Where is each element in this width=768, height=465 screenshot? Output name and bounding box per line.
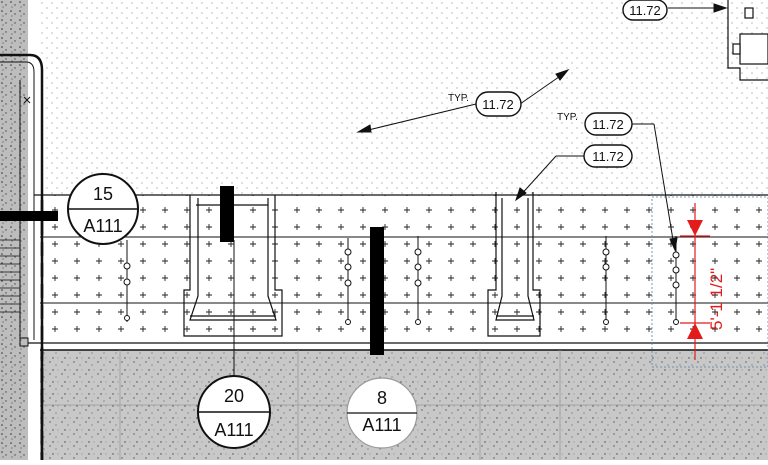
svg-text:11.72: 11.72 <box>482 97 514 112</box>
svg-text:A111: A111 <box>83 216 122 236</box>
leader-lines <box>233 3 728 378</box>
bench-left <box>183 195 283 337</box>
tag-11-72-typ-right[interactable]: 11.72 <box>584 112 633 136</box>
section-marker-20[interactable]: 20 A111 <box>197 375 271 449</box>
section-cut-bar <box>0 211 58 221</box>
svg-text:15: 15 <box>93 184 113 204</box>
typ-label: TYP. <box>448 93 469 104</box>
dotted-paving-area <box>40 0 768 195</box>
svg-text:8: 8 <box>377 388 387 408</box>
tag-11-72-typ-center[interactable]: 11.72 <box>475 91 522 117</box>
dimension-vertical <box>680 203 710 360</box>
section-cut-bar <box>220 186 234 242</box>
typ-label: TYP. <box>557 112 578 123</box>
svg-text:A111: A111 <box>362 415 401 435</box>
section-cut-bar <box>370 227 384 355</box>
dimension-label[interactable]: 5'-1 1/2" <box>707 268 726 330</box>
bench-right <box>487 192 541 337</box>
plus-hatch-band <box>40 195 768 343</box>
svg-text:11.72: 11.72 <box>592 117 624 132</box>
tag-11-72-top[interactable]: 11.72 <box>622 0 668 21</box>
chain-bollards <box>123 236 680 325</box>
section-marker-8[interactable]: 8 A111 <box>346 377 418 449</box>
wall-section <box>0 0 28 460</box>
svg-text:11.72: 11.72 <box>592 149 624 164</box>
drain-fixture <box>727 0 768 81</box>
tag-11-72-bench[interactable]: 11.72 <box>583 144 633 168</box>
svg-text:20: 20 <box>224 386 244 406</box>
svg-text:11.72: 11.72 <box>629 3 661 18</box>
section-marker-15[interactable]: 15 A111 <box>67 173 139 245</box>
svg-text:A111: A111 <box>214 420 253 440</box>
